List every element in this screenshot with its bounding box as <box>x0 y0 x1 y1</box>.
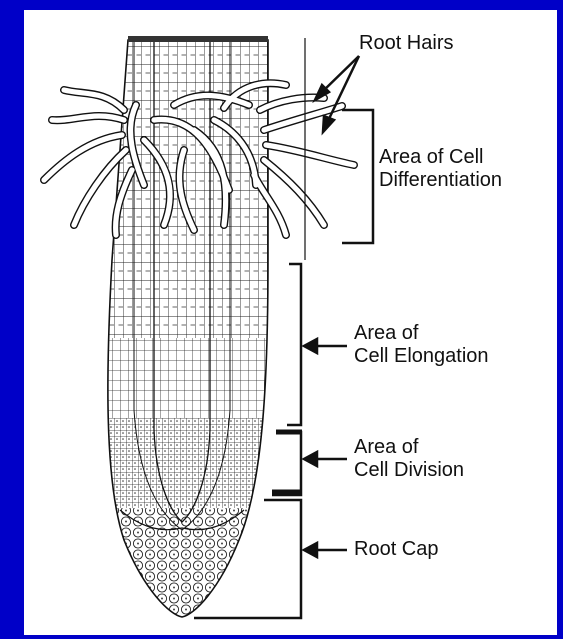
label-arrows <box>304 339 347 557</box>
label-line: Differentiation <box>379 169 502 192</box>
label-line: Area of <box>354 322 489 345</box>
label-area-of-cell-elongation: Area of Cell Elongation <box>354 322 489 368</box>
label-area-of-cell-division: Area of Cell Division <box>354 436 464 482</box>
differentiation-bracket <box>342 110 373 243</box>
diagram-panel: Root Hairs Area of Cell Differentiation … <box>24 10 557 635</box>
label-root-hairs: Root Hairs <box>359 32 453 55</box>
elongation-bracket <box>287 264 301 425</box>
label-line: Cell Elongation <box>354 345 489 368</box>
label-line: Area of <box>354 436 464 459</box>
root-hairs-arrows <box>315 56 359 132</box>
label-line: Area of Cell <box>379 146 502 169</box>
label-line: Cell Division <box>354 459 464 482</box>
label-root-cap: Root Cap <box>354 538 439 561</box>
label-area-of-cell-differentiation: Area of Cell Differentiation <box>379 146 502 192</box>
division-bracket <box>272 432 301 495</box>
